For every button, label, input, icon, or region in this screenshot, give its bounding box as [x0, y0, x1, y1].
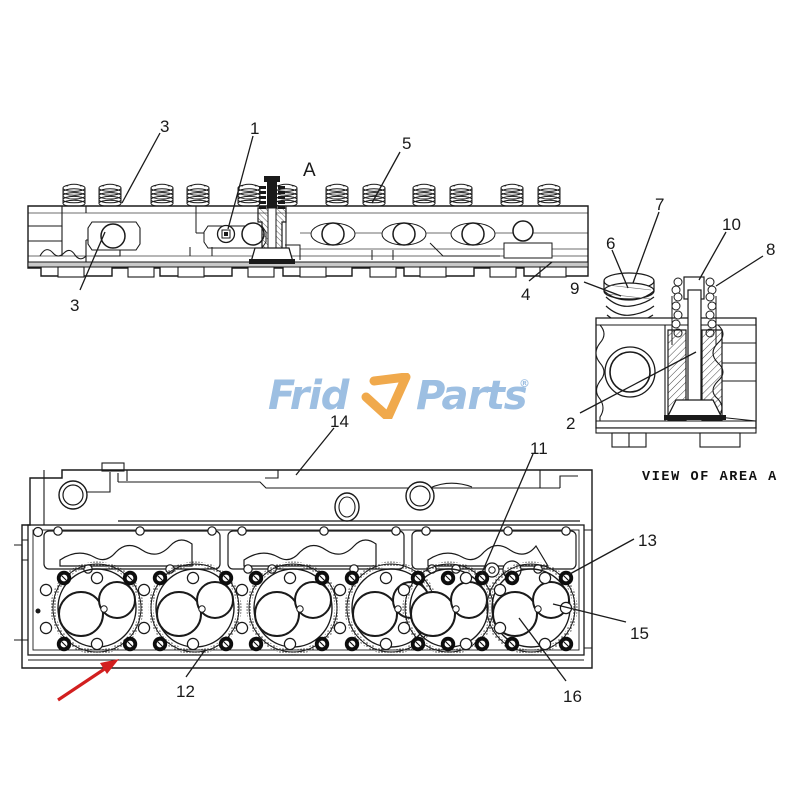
valve-spring-row	[62, 183, 561, 208]
cylinder-bore	[50, 561, 144, 655]
callout-3-lower: 3	[70, 296, 80, 315]
area-marker-a: A	[303, 160, 316, 181]
callout-12: 12	[176, 682, 195, 701]
callout-2: 2	[566, 414, 576, 433]
combustion-chambers	[50, 561, 578, 655]
rocker-shaft-bores	[87, 220, 553, 259]
head-body-outline	[27, 205, 589, 277]
area-a-detail-view	[595, 272, 757, 448]
deck-face-frame	[27, 524, 585, 656]
callout-3-upper: 3	[160, 117, 170, 136]
callout-11: 11	[530, 439, 548, 458]
callout-4: 4	[521, 285, 531, 304]
view-of-area-a-caption: VIEW OF AREA A	[642, 470, 778, 485]
deck-edge-detail	[14, 529, 592, 661]
callout-14: 14	[330, 412, 349, 431]
leader-lines	[79, 132, 764, 682]
callout-9: 9	[570, 279, 580, 298]
callout-1: 1	[250, 119, 260, 138]
upper-rail-bosses	[58, 480, 435, 522]
valve-assembly-section	[249, 176, 295, 264]
detail-valve-assembly	[664, 276, 726, 421]
edge-holes	[32, 526, 573, 635]
deck-face-view	[14, 462, 593, 669]
callout-16: 16	[563, 687, 582, 706]
detail-bottom-lugs	[595, 427, 757, 448]
red-pointer-arrow	[57, 659, 119, 702]
callout-13: 13	[638, 531, 657, 550]
callout-5: 5	[402, 134, 412, 153]
callout-6: 6	[606, 234, 616, 253]
callout-15: 15	[630, 624, 649, 643]
top-section-view	[27, 176, 589, 278]
left-end-detail	[28, 206, 121, 262]
callout-7: 7	[655, 195, 665, 214]
mounting-lugs	[57, 266, 567, 278]
detail-port-cavity	[595, 324, 666, 422]
cylinder-bore	[246, 561, 340, 655]
deck-face-band	[27, 261, 589, 268]
valve-spring-detail	[603, 272, 655, 324]
callout-10: 10	[722, 215, 741, 234]
callout-8: 8	[766, 240, 776, 259]
